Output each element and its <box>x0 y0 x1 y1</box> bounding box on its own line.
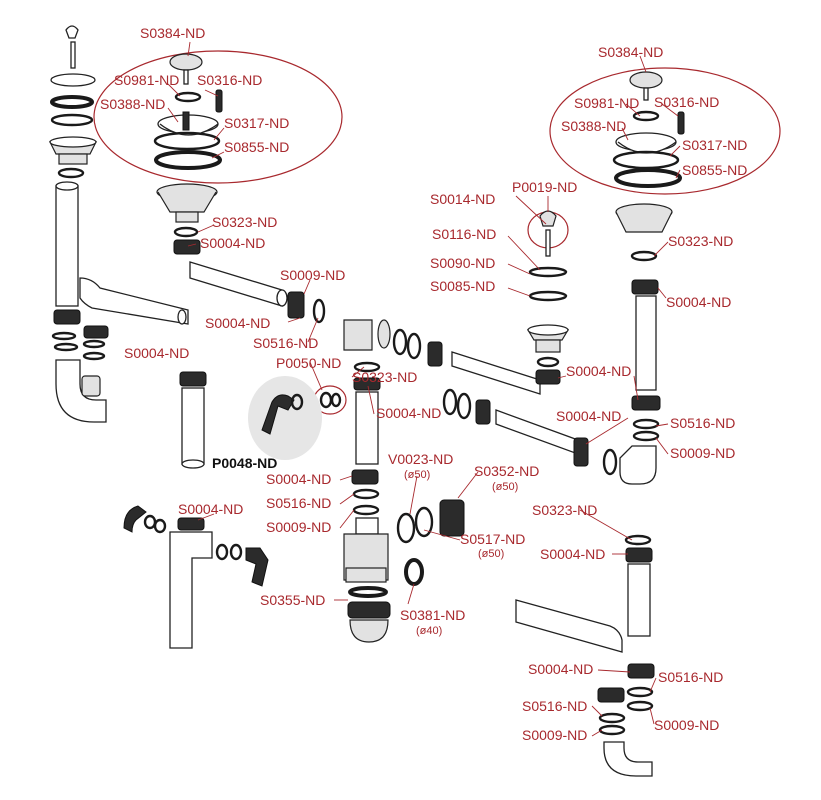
label-s0352-size: (ø50) <box>492 481 518 493</box>
label-s0855-right: S0855-ND <box>682 162 747 178</box>
leader-lines <box>167 41 681 737</box>
highlight-p0048 <box>248 376 322 460</box>
label-p0048: P0048-ND <box>212 455 277 471</box>
label-s0004-mid: S0004-ND <box>205 315 270 331</box>
label-s0004-upper: S0004-ND <box>200 235 265 251</box>
label-s0316-left: S0316-ND <box>197 72 262 88</box>
label-s0004-center: S0004-ND <box>376 405 441 421</box>
p0048-fitting <box>261 393 304 435</box>
label-s0004-left-tube: S0004-ND <box>124 345 189 361</box>
label-s0981-right: S0981-ND <box>574 95 639 111</box>
label-v0023: V0023-ND <box>388 451 453 467</box>
label-s0009-trap: S0009-ND <box>266 519 331 535</box>
callout-right-strainer <box>549 67 781 195</box>
right-strainer-parts <box>612 71 685 188</box>
label-s0009-right: S0009-ND <box>670 445 735 461</box>
label-s0381-size: (ø40) <box>416 625 442 637</box>
label-s0323-upper: S0323-ND <box>212 214 277 230</box>
label-s0323-center: S0323-ND <box>352 369 417 385</box>
p0050-fitting <box>319 391 342 409</box>
label-p0019: P0019-ND <box>512 179 577 195</box>
label-s0009-bottom-left: S0009-ND <box>522 727 587 743</box>
label-s0516-right: S0516-ND <box>670 415 735 431</box>
left-column-parts <box>49 25 189 423</box>
label-s0981-left: S0981-ND <box>114 72 179 88</box>
part-labels: S0384-ND S0981-ND S0316-ND S0388-ND S031… <box>100 25 747 743</box>
label-p0050: P0050-ND <box>276 355 341 371</box>
label-s0517-size: (ø50) <box>478 548 504 560</box>
label-s0009-mid: S0009-ND <box>280 267 345 283</box>
label-s0004-right: S0004-ND <box>666 294 731 310</box>
left-strainer-parts <box>153 53 223 170</box>
label-s0384-left: S0384-ND <box>140 25 205 41</box>
label-s0388-left: S0388-ND <box>100 96 165 112</box>
label-s0323-right: S0323-ND <box>668 233 733 249</box>
label-s0516-bottom-right: S0516-ND <box>658 669 723 685</box>
label-s0085: S0085-ND <box>430 278 495 294</box>
label-s0516-trap: S0516-ND <box>266 495 331 511</box>
label-v0023-size: (ø50) <box>404 469 430 481</box>
label-s0516-bottom-left: S0516-ND <box>522 698 587 714</box>
label-s0004-rmid: S0004-ND <box>566 363 631 379</box>
lower-left-assembly <box>123 505 269 649</box>
upper-left-bowl <box>156 183 326 324</box>
callout-left-strainer <box>93 50 343 184</box>
label-s0355: S0355-ND <box>260 592 325 608</box>
label-s0317-left: S0317-ND <box>224 115 289 131</box>
label-s0388-right: S0388-ND <box>561 118 626 134</box>
label-s0014: S0014-ND <box>430 191 495 207</box>
label-s0004-lower-left: S0004-ND <box>178 501 243 517</box>
label-s0004-rlow: S0004-ND <box>540 546 605 562</box>
label-s0855-left: S0855-ND <box>224 139 289 155</box>
label-s0004-rmid2: S0004-ND <box>556 408 621 424</box>
label-s0116: S0116-ND <box>432 226 496 242</box>
label-s0009-bottom-right: S0009-ND <box>654 717 719 733</box>
label-s0352: S0352-ND <box>474 463 539 479</box>
label-s0317-right: S0317-ND <box>682 137 747 153</box>
label-s0381: S0381-ND <box>400 607 465 623</box>
label-s0517: S0517-ND <box>460 531 525 547</box>
right-column-parts <box>515 203 673 777</box>
label-s0316-right: S0316-ND <box>654 94 719 110</box>
label-s0004-trap: S0004-ND <box>266 471 331 487</box>
left-tube-parts <box>179 371 207 469</box>
label-s0090: S0090-ND <box>430 255 495 271</box>
middle-sink-parts <box>495 210 618 476</box>
label-s0384-right: S0384-ND <box>598 44 663 60</box>
label-s0004-bottom: S0004-ND <box>528 661 593 677</box>
center-tee-parts <box>343 319 541 465</box>
label-s0323-rlow: S0323-ND <box>532 502 597 518</box>
label-s0516-mid: S0516-ND <box>253 335 318 351</box>
